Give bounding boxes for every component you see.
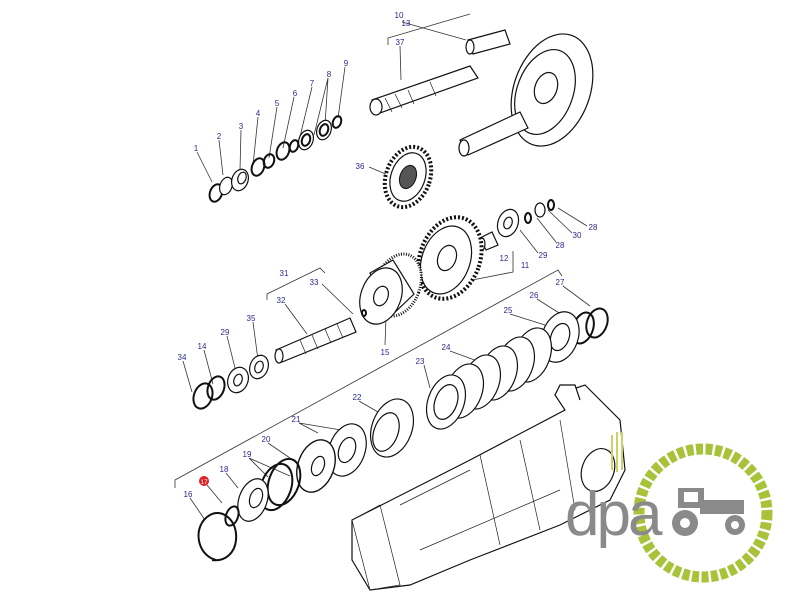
rings-1-9	[208, 115, 343, 203]
label-18: 18	[220, 465, 229, 474]
label-7: 7	[310, 79, 315, 88]
label-8: 8	[327, 70, 332, 79]
label-36: 36	[356, 162, 365, 171]
label-29-left: 29	[221, 328, 230, 337]
part-labels: 10 13 37 9 8 7 6 5 4 3 2 1 36 28 30 28 2…	[178, 11, 598, 499]
label-19: 19	[243, 450, 252, 459]
label-16: 16	[184, 490, 193, 499]
label-3: 3	[239, 122, 244, 131]
label-30: 30	[573, 231, 582, 240]
dpa-logo: dpa	[565, 432, 773, 583]
label-27: 27	[556, 278, 565, 287]
gear-36	[382, 144, 434, 210]
upper-shaft-assembly	[369, 29, 594, 157]
label-33: 33	[310, 278, 319, 287]
logo-gear-ring	[633, 443, 773, 583]
label-26: 26	[530, 291, 539, 300]
label-23: 23	[416, 357, 425, 366]
logo-text: dpa	[565, 480, 663, 549]
label-32: 32	[277, 296, 286, 305]
label-28-top: 28	[589, 223, 598, 232]
label-9: 9	[344, 59, 349, 68]
label-13: 13	[402, 19, 411, 28]
label-24: 24	[442, 343, 451, 352]
label-11: 11	[521, 261, 530, 270]
label-34: 34	[178, 353, 187, 362]
clutch-pack	[425, 307, 609, 430]
label-31: 31	[280, 269, 289, 278]
label-17-highlighted[interactable]: 17	[200, 479, 208, 486]
label-2: 2	[217, 132, 222, 141]
label-12: 12	[500, 254, 509, 263]
label-37: 37	[396, 38, 405, 47]
transmission-housing	[351, 384, 626, 591]
label-14: 14	[198, 342, 207, 351]
middle-right-parts	[416, 199, 555, 301]
label-4: 4	[256, 109, 261, 118]
label-6: 6	[293, 89, 298, 98]
label-29-right: 29	[539, 251, 548, 260]
label-35: 35	[247, 314, 256, 323]
label-21: 21	[292, 415, 301, 424]
label-15: 15	[381, 348, 390, 357]
rings-left-middle	[192, 354, 270, 410]
label-28-bottom: 28	[556, 241, 565, 250]
piston-parts	[197, 398, 415, 562]
label-10: 10	[395, 11, 404, 20]
highlight-marker[interactable]	[199, 476, 209, 486]
label-1: 1	[194, 144, 199, 153]
tractor-icon	[672, 488, 745, 536]
label-5: 5	[275, 99, 280, 108]
hub-and-shaft	[274, 252, 423, 364]
label-20: 20	[262, 435, 271, 444]
label-25: 25	[504, 306, 513, 315]
label-22: 22	[353, 393, 362, 402]
